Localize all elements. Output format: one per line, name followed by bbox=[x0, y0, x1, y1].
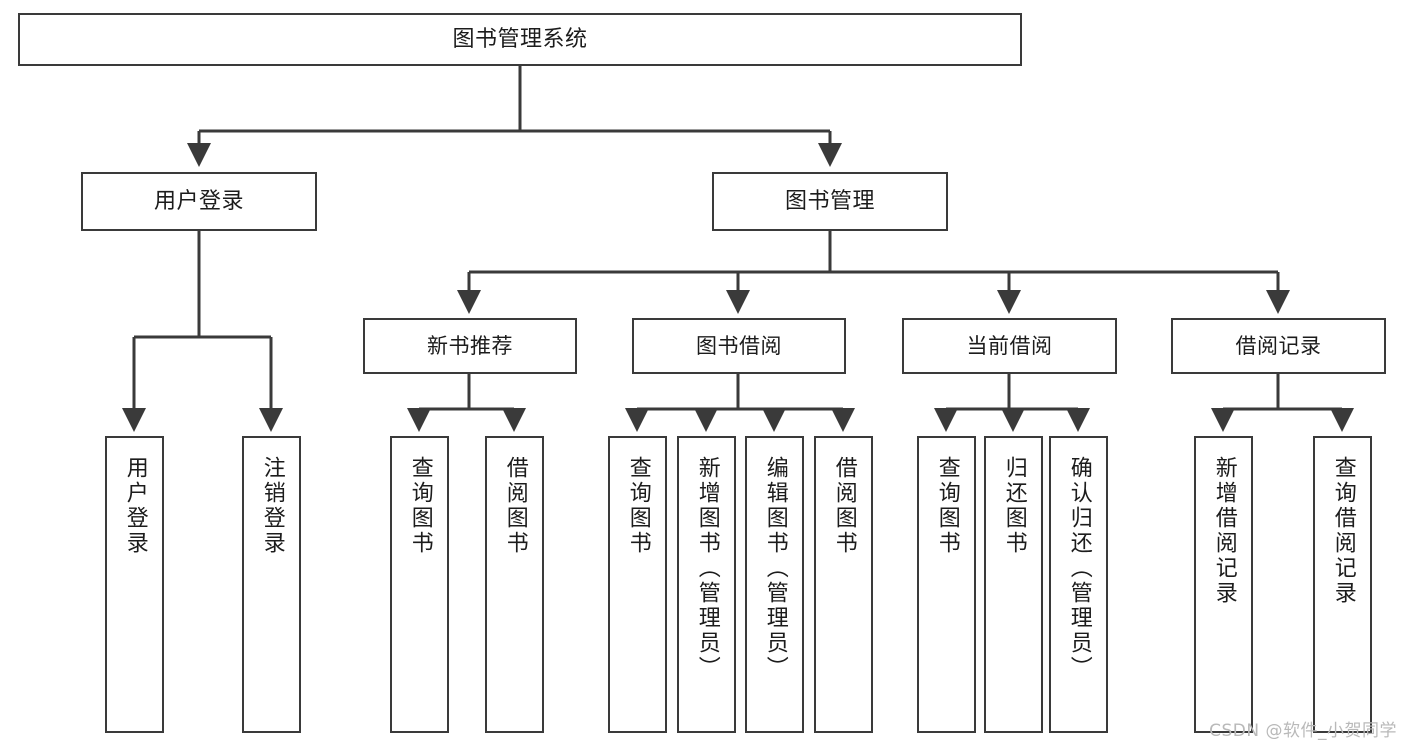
node-book-management[interactable]: 图书管理 bbox=[712, 172, 948, 231]
node-book-borrow[interactable]: 图书借阅 bbox=[632, 318, 846, 374]
leaf-borrow-edit-book-admin-label: 编辑图书（管理员） bbox=[762, 456, 788, 681]
leaf-record-query-record[interactable]: 查询借阅记录 bbox=[1313, 436, 1372, 733]
leaf-record-query-record-label: 查询借阅记录 bbox=[1330, 456, 1356, 606]
node-borrow-record[interactable]: 借阅记录 bbox=[1171, 318, 1386, 374]
leaf-borrow-add-book-admin[interactable]: 新增图书（管理员） bbox=[677, 436, 736, 733]
leaf-current-confirm-return-admin-label: 确认归还（管理员） bbox=[1066, 456, 1092, 681]
leaf-borrow-borrow-book-label: 借阅图书 bbox=[831, 456, 857, 556]
leaf-current-query-book-label: 查询图书 bbox=[934, 456, 960, 556]
leaf-current-confirm-return-admin[interactable]: 确认归还（管理员） bbox=[1049, 436, 1108, 733]
leaf-current-return-book-label: 归还图书 bbox=[1001, 456, 1027, 556]
node-book-borrow-label: 图书借阅 bbox=[696, 333, 782, 358]
watermark-text: CSDN @软件_小贺同学 bbox=[1209, 721, 1397, 741]
leaf-record-add-record[interactable]: 新增借阅记录 bbox=[1194, 436, 1253, 733]
node-current-borrow[interactable]: 当前借阅 bbox=[902, 318, 1117, 374]
node-current-borrow-label: 当前借阅 bbox=[966, 333, 1053, 358]
leaf-current-query-book[interactable]: 查询图书 bbox=[917, 436, 976, 733]
node-new-book-recommend-label: 新书推荐 bbox=[427, 333, 513, 358]
leaf-user-login-logout-label: 注销登录 bbox=[259, 456, 285, 556]
leaf-borrow-add-book-admin-label: 新增图书（管理员） bbox=[694, 456, 720, 681]
node-user-login[interactable]: 用户登录 bbox=[81, 172, 317, 231]
node-root-system-label: 图书管理系统 bbox=[452, 26, 588, 52]
leaf-recommend-borrow-book-label: 借阅图书 bbox=[502, 456, 528, 556]
leaf-recommend-query-book[interactable]: 查询图书 bbox=[390, 436, 449, 733]
leaf-borrow-query-book-label: 查询图书 bbox=[625, 456, 651, 556]
leaf-borrow-borrow-book[interactable]: 借阅图书 bbox=[814, 436, 873, 733]
leaf-borrow-query-book[interactable]: 查询图书 bbox=[608, 436, 667, 733]
node-user-login-label: 用户登录 bbox=[153, 188, 244, 214]
leaf-current-return-book[interactable]: 归还图书 bbox=[984, 436, 1043, 733]
node-borrow-record-label: 借阅记录 bbox=[1235, 333, 1322, 358]
leaf-borrow-edit-book-admin[interactable]: 编辑图书（管理员） bbox=[745, 436, 804, 733]
leaf-user-login-login[interactable]: 用户登录 bbox=[105, 436, 164, 733]
node-book-management-label: 图书管理 bbox=[784, 188, 875, 214]
leaf-record-add-record-label: 新增借阅记录 bbox=[1211, 456, 1237, 606]
leaf-user-login-login-label: 用户登录 bbox=[122, 456, 148, 556]
leaf-user-login-logout[interactable]: 注销登录 bbox=[242, 436, 301, 733]
node-root-system[interactable]: 图书管理系统 bbox=[18, 13, 1022, 66]
node-new-book-recommend[interactable]: 新书推荐 bbox=[363, 318, 577, 374]
leaf-recommend-borrow-book[interactable]: 借阅图书 bbox=[485, 436, 544, 733]
leaf-recommend-query-book-label: 查询图书 bbox=[407, 456, 433, 556]
